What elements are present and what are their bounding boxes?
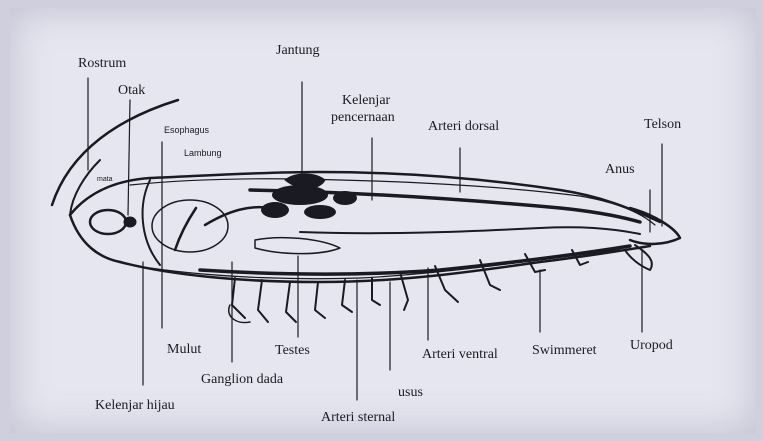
carapace-groove <box>143 180 160 265</box>
stomach-branch <box>205 207 270 225</box>
testes-organ <box>255 238 340 254</box>
head-outline <box>70 215 120 262</box>
brain <box>124 217 136 227</box>
label-mulut: Mulut <box>167 342 201 357</box>
label-arteri-dorsal: Arteri dorsal <box>428 119 499 134</box>
label-arteri-sternal: Arteri sternal <box>321 410 395 425</box>
label-swimmeret: Swimmeret <box>532 343 597 358</box>
intestine <box>300 227 640 234</box>
label-kelenjar-pencernaan-line1: Kelenjar <box>342 93 390 108</box>
body-dorsal-inner <box>130 179 655 225</box>
label-rostrum: Rostrum <box>78 56 126 71</box>
label-mata: mata <box>97 176 113 184</box>
label-lambung: Lambung <box>184 148 222 158</box>
label-arteri-ventral: Arteri ventral <box>422 347 498 362</box>
label-kelenjar-pencernaan-line2: pencernaan <box>331 110 395 125</box>
label-esophagus: Esophagus <box>164 125 209 135</box>
stomach <box>152 200 228 252</box>
label-testes: Testes <box>275 343 310 358</box>
antenna <box>52 100 178 205</box>
label-jantung: Jantung <box>276 43 320 58</box>
label-otak: Otak <box>118 83 145 98</box>
label-telson: Telson <box>644 117 681 132</box>
eye <box>90 210 126 234</box>
esophagus-tube <box>175 208 196 250</box>
label-usus: usus <box>398 385 423 400</box>
label-kelenjar-hijau: Kelenjar hijau <box>95 398 175 413</box>
label-ganglion-dada: Ganglion dada <box>201 372 283 387</box>
rostrum-spine <box>70 160 100 215</box>
label-anus: Anus <box>605 162 635 177</box>
body-dorsal-outline <box>70 172 660 222</box>
label-uropod: Uropod <box>630 338 673 353</box>
